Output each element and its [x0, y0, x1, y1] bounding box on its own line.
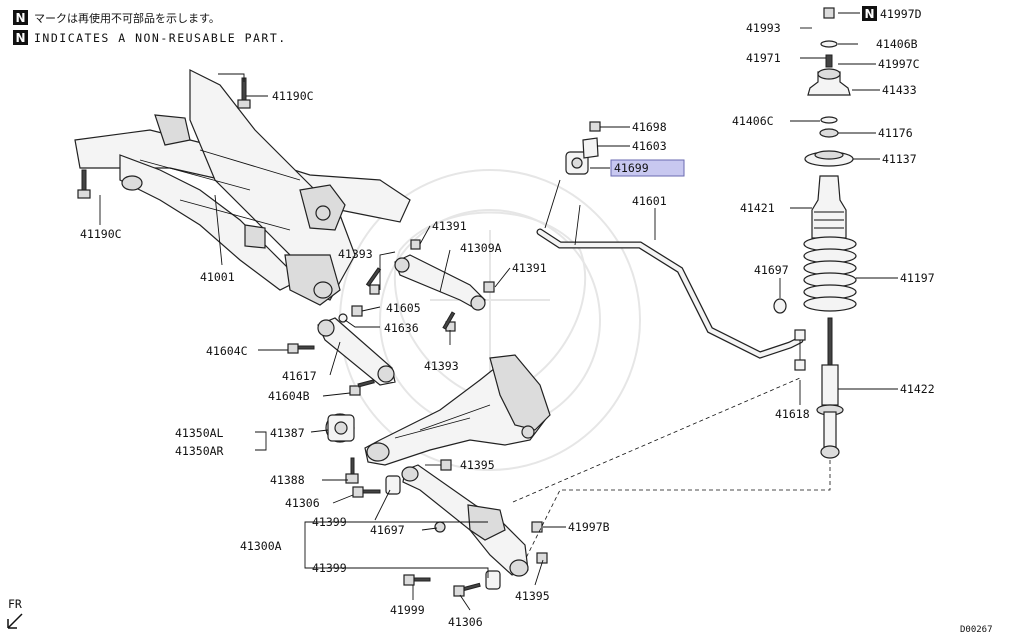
callout-41387: 41387	[270, 426, 305, 440]
callout-41997d: 41997D	[880, 7, 922, 21]
stabilizer-bar-41601	[536, 179, 804, 359]
callout-41604c: 41604C	[206, 344, 248, 358]
trailing-arm-41350a	[364, 354, 551, 466]
callout-41698: 41698	[632, 120, 667, 134]
callout-41433: 41433	[882, 83, 917, 97]
leader-lines	[99, 12, 898, 611]
callout-41993: 41993	[746, 21, 781, 35]
callout-41001: 41001	[200, 270, 235, 284]
callout-41395: 41395	[515, 589, 550, 603]
callout-41999: 41999	[390, 603, 425, 617]
callout-41391: 41391	[432, 219, 467, 233]
callout-41406b: 41406B	[876, 37, 918, 51]
bolt-41190c-top	[237, 77, 251, 109]
callout-41190c: 41190C	[80, 227, 122, 241]
callout-41309a: 41309A	[460, 241, 502, 255]
rear-crossmember	[74, 69, 411, 306]
diagram-id: D00267	[960, 625, 993, 635]
bolt-41698	[589, 121, 601, 132]
front-direction-indicator: FR	[7, 597, 23, 629]
legend-line-en: INDICATES A NON-REUSABLE PART.	[34, 31, 287, 45]
lower-arm-41300a	[401, 464, 529, 577]
callout-41306: 41306	[285, 496, 320, 510]
callout-41137: 41137	[882, 152, 917, 166]
callout-labels: 41190C 41190C 41001 41393 41391 41309A 4…	[80, 6, 935, 629]
highlight-41699	[610, 159, 685, 177]
callout-41422: 41422	[900, 382, 935, 396]
stabilizer-bushing-41699	[565, 151, 589, 175]
callout-41391: 41391	[512, 261, 547, 275]
callout-41605: 41605	[386, 301, 421, 315]
callout-41395: 41395	[460, 458, 495, 472]
lower-arm-41617	[317, 317, 396, 386]
coil-spring-41197	[803, 236, 857, 312]
non-reusable-badge: N	[15, 31, 25, 45]
callout-41393: 41393	[424, 359, 459, 373]
callout-41197: 41197	[900, 271, 935, 285]
callout-41393: 41393	[338, 247, 373, 261]
bolt-41388	[345, 457, 359, 484]
bushing-41387	[325, 413, 355, 443]
non-reusable-marker	[862, 6, 877, 21]
callout-41697: 41697	[370, 523, 405, 537]
legend: N マークは再使用不可部品を示します。 N INDICATES A NON-RE…	[13, 10, 287, 45]
callout-41388: 41388	[270, 473, 305, 487]
callout-41421: 41421	[740, 201, 775, 215]
callout-41406c: 41406C	[732, 114, 774, 128]
bracket-41603	[582, 137, 599, 159]
nut-41395-a	[440, 459, 452, 471]
callout-41997c: 41997C	[878, 57, 920, 71]
strut-stack	[804, 7, 854, 239]
non-reusable-badge: N	[15, 11, 25, 25]
callout-41601: 41601	[632, 194, 667, 208]
callout-41699: 41699	[614, 161, 649, 175]
callout-41399: 41399	[312, 515, 347, 529]
callout-41603: 41603	[632, 139, 667, 153]
front-label: FR	[8, 597, 22, 611]
callout-41399: 41399	[312, 561, 347, 575]
callout-41617: 41617	[282, 369, 317, 383]
small-hardware-lower	[352, 486, 548, 597]
callout-41300a: 41300A	[240, 539, 282, 553]
bushing-41399-a	[385, 475, 401, 495]
callout-41997b: 41997B	[568, 520, 610, 534]
callout-41350al: 41350AL	[175, 426, 224, 440]
small-bolts	[287, 239, 495, 396]
shock-absorber-41422	[816, 317, 844, 459]
callout-41971: 41971	[746, 51, 781, 65]
callout-41350ar: 41350AR	[175, 444, 224, 458]
bushing-41697-b	[773, 298, 787, 314]
callout-41618: 41618	[775, 407, 810, 421]
stabilizer-link-41618	[794, 329, 806, 371]
callout-41697: 41697	[754, 263, 789, 277]
callout-41176: 41176	[878, 126, 913, 140]
callout-41190c: 41190C	[272, 89, 314, 103]
legend-line-jp: マークは再使用不可部品を示します。	[34, 11, 220, 25]
upper-arm-41309a	[394, 254, 486, 311]
callout-41306: 41306	[448, 615, 483, 629]
non-reusable-badge: N	[864, 7, 874, 21]
bolt-41190c-left	[77, 169, 91, 199]
bushing-41399-b	[485, 570, 501, 590]
callout-41636: 41636	[384, 321, 419, 335]
dashed-guides	[512, 377, 831, 561]
callout-41604b: 41604B	[268, 389, 310, 403]
front-arrow-icon	[7, 613, 23, 629]
